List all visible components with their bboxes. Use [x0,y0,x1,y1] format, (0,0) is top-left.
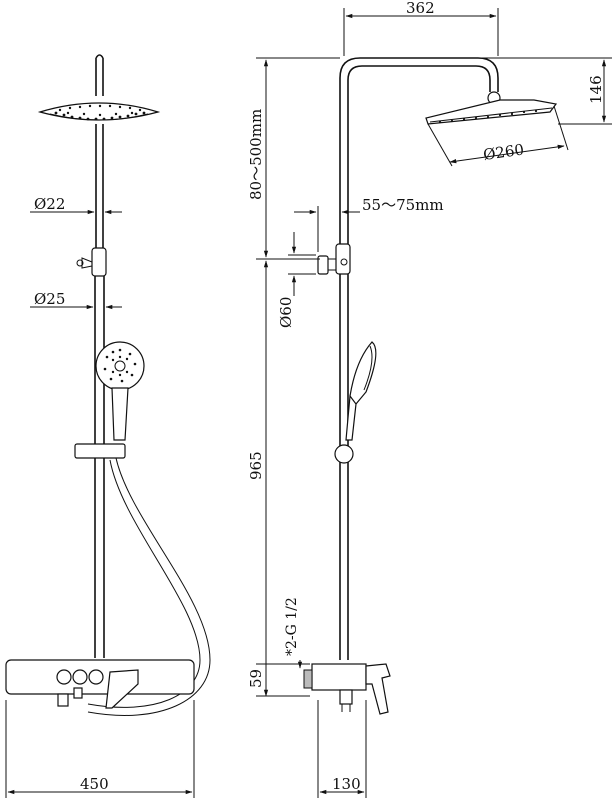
nozzle-dots [54,104,146,121]
side-hand-shower [334,341,377,464]
top-width-label: 362 [406,0,435,17]
front-hose [87,457,211,716]
side-view [303,57,558,715]
offset-range-label: 55～75mm [362,196,444,214]
front-hand-shower [95,341,145,441]
front-mixer-shelf [5,659,195,709]
side-rain-shower-head [425,99,558,125]
inlet-thread-label: *2-G 1/2 [284,597,300,656]
adjust-range-label: 80～500mm [247,109,265,200]
side-mixer [303,663,391,715]
front-view [5,54,211,716]
head-height-label: 146 [587,75,605,104]
column-height-label: 965 [247,451,265,480]
front-slider-joint [76,247,107,277]
front-upper-pipe [95,124,104,248]
front-dimensions: Ø22 Ø25 450 [5,195,195,798]
side-wall-bracket [317,243,351,275]
head-diameter-label: Ø260 [482,140,525,164]
base-width-label: 450 [80,775,109,793]
pipe-lower-diameter-label: Ø25 [34,290,65,308]
mixer-height-label: 59 [247,669,265,688]
front-lower-pipe [94,276,105,658]
front-rain-shower-head [37,102,161,121]
projection-label: 130 [332,775,361,793]
bracket-diameter-label: Ø60 [277,297,295,328]
front-top-pipe [95,54,104,96]
pipe-upper-diameter-label: Ø22 [34,195,65,213]
side-dimensions: 362 146 Ø260 80～500mm 55～75mm Ø60 965 [247,0,612,798]
front-hand-shower-holder [74,443,126,459]
side-top-arm [339,57,499,660]
